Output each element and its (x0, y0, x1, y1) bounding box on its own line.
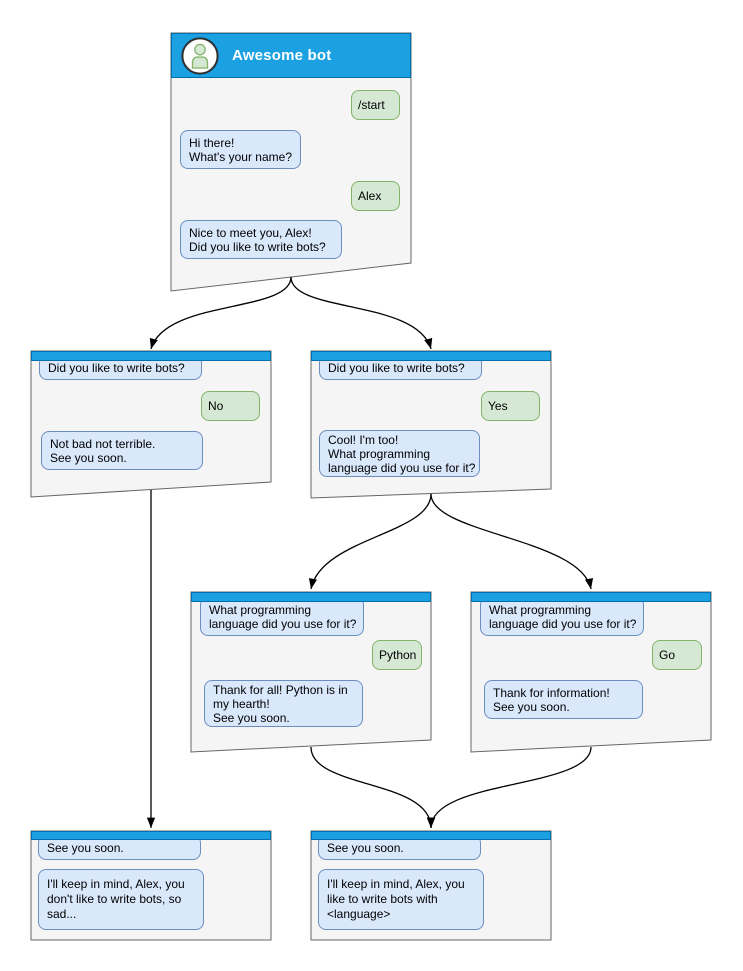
window-header-bar (311, 351, 551, 361)
user-message: Yes (481, 391, 540, 421)
arrow-start-to-yes (290, 276, 433, 350)
bot-message: Hi there! What's your name? (180, 130, 301, 169)
arrow-yes-to-python (308, 493, 432, 590)
arrow-start-to-no (149, 276, 292, 350)
bot-message: Thank for information! See you soon. (484, 680, 643, 719)
chat-window-title: Awesome bot (232, 47, 332, 64)
bot-message: I'll keep in mind, Alex, you don't like … (38, 869, 204, 930)
bot-message: Thank for all! Python is in my hearth! S… (204, 680, 363, 727)
bot-message: Not bad not terrible. See you soon. (41, 431, 203, 470)
arrow-python-to-end (310, 746, 436, 829)
window-header-bar (31, 351, 271, 361)
bot-message: What programming language did you use fo… (200, 597, 364, 636)
user-message: No (201, 391, 260, 421)
user-message: Alex (351, 181, 400, 211)
window-header-bar (31, 831, 271, 840)
arrow-go-to-end (426, 746, 592, 829)
user-message: Go (652, 640, 702, 670)
window-header-bar (311, 831, 551, 840)
bot-message: I'll keep in mind, Alex, you like to wri… (318, 869, 484, 930)
bot-message: Nice to meet you, Alex! Did you like to … (180, 220, 342, 259)
user-message: Python (372, 640, 422, 670)
chat-window-header: Awesome bot (171, 33, 411, 78)
bot-message: What programming language did you use fo… (480, 597, 644, 636)
arrow-yes-to-go (430, 493, 594, 590)
person-icon (181, 36, 219, 75)
window-header-bar (191, 592, 431, 602)
bot-message: Cool! I'm too! What programming language… (319, 430, 480, 477)
window-header-bar (471, 592, 711, 602)
user-message: /start (351, 90, 400, 120)
